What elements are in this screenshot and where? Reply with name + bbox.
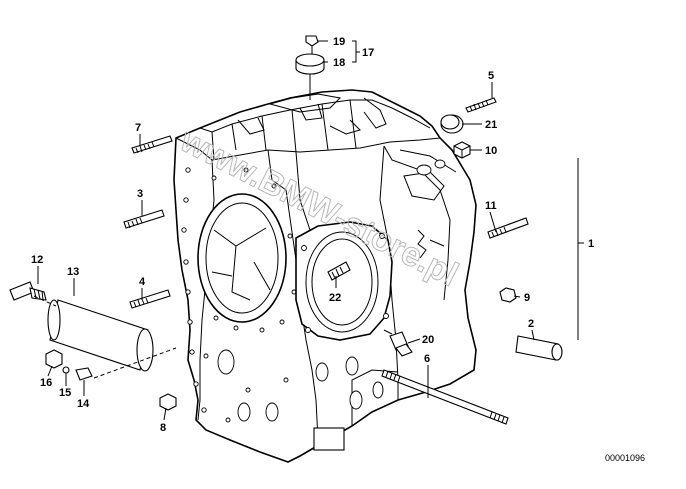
callout-11: 11 <box>485 200 497 212</box>
part-6-long-bolt <box>381 369 509 425</box>
cylinder-bore-left <box>197 193 287 323</box>
callout-13: 13 <box>67 266 79 278</box>
part-12-plug-screw <box>9 281 47 301</box>
part-7-stud <box>131 135 173 154</box>
part-22-stud <box>327 261 351 281</box>
part-14-screw <box>75 367 93 381</box>
part-8-nut <box>159 393 177 411</box>
part-18-cover-cap <box>295 53 325 100</box>
part-5-stud <box>465 97 497 113</box>
flange-bolt-holes <box>181 167 297 423</box>
cylinder-flange-right <box>295 221 393 341</box>
callout-20: 20 <box>422 334 434 346</box>
part-3-stud <box>123 209 165 229</box>
part-2-pin <box>515 335 563 361</box>
reference-number: 00001096 <box>605 453 645 463</box>
callout-labels: 19 17 18 5 7 21 10 3 11 1 12 13 4 22 9 2… <box>31 36 594 434</box>
part-13-sleeve <box>47 299 154 372</box>
callout-15: 15 <box>59 387 71 399</box>
part-19-screw <box>305 35 319 54</box>
part-10-nut <box>453 141 471 159</box>
callout-2: 2 <box>528 318 534 330</box>
part-11-stud <box>487 217 529 239</box>
callout-3: 3 <box>137 188 143 200</box>
part-9-nut <box>499 287 517 303</box>
part-4-stud <box>129 289 171 309</box>
callout-17: 17 <box>362 47 374 59</box>
callout-12: 12 <box>31 254 43 266</box>
callout-5: 5 <box>488 70 494 82</box>
callout-21: 21 <box>485 119 497 131</box>
callout-9: 9 <box>524 292 530 304</box>
callout-8: 8 <box>160 422 166 434</box>
callout-1: 1 <box>588 238 594 250</box>
callout-6: 6 <box>424 353 430 365</box>
callout-16: 16 <box>40 377 52 389</box>
part-15-ball <box>62 366 70 374</box>
part-21-plug <box>440 114 464 134</box>
callout-22: 22 <box>329 292 341 304</box>
callout-18: 18 <box>333 57 345 69</box>
leader-lines <box>33 40 584 421</box>
callout-7: 7 <box>135 122 141 134</box>
part-16-nut <box>45 349 63 369</box>
callout-19: 19 <box>333 36 345 48</box>
callout-14: 14 <box>77 398 90 410</box>
callout-10: 10 <box>485 145 497 157</box>
part-20-sensor <box>383 329 413 357</box>
callout-4: 4 <box>139 276 146 288</box>
